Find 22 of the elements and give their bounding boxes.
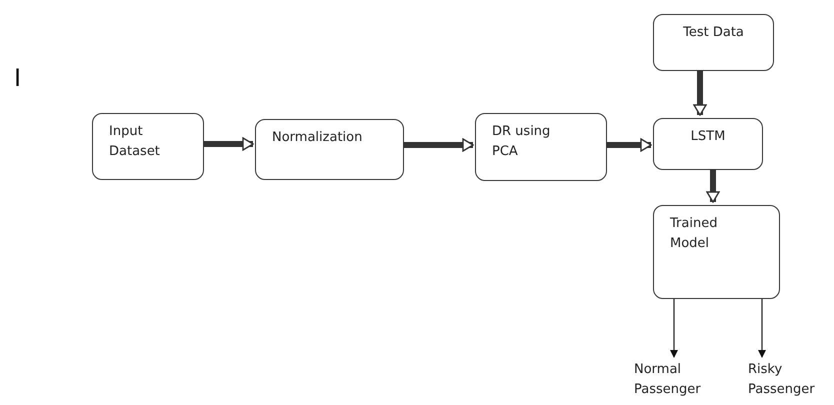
box-label: LSTM xyxy=(690,128,726,146)
arrow xyxy=(758,299,766,358)
arrow xyxy=(404,138,474,152)
box-label: Trained Model xyxy=(670,215,718,253)
arrow xyxy=(607,138,652,152)
output-label: Normal Passenger xyxy=(634,361,702,399)
arrow xyxy=(204,137,254,151)
box-label: Normalization xyxy=(272,129,364,147)
arrow xyxy=(670,299,678,358)
arrow xyxy=(693,71,707,116)
page-mark: I xyxy=(14,64,22,92)
process-box xyxy=(475,113,607,181)
box-label: Test Data xyxy=(682,24,745,42)
output-label: Risky Passenger xyxy=(748,361,816,399)
box-label: DR using PCA xyxy=(492,123,552,161)
arrow xyxy=(706,170,720,203)
process-box xyxy=(653,205,780,299)
box-label: Input Dataset xyxy=(109,123,161,161)
process-box xyxy=(92,113,204,180)
process-box xyxy=(653,14,774,71)
process-box xyxy=(653,118,763,170)
process-box xyxy=(255,119,404,180)
